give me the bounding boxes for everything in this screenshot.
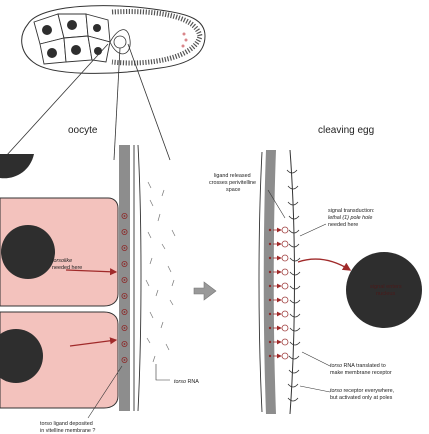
right-block-arrow-icon (194, 282, 216, 300)
follicle-nucleus-upper (1, 225, 55, 279)
torso-receptor-line2: but activated only at poles (330, 395, 393, 401)
torso-translated-line2: make membrane receptor (330, 370, 392, 376)
torso-rna-dashes (146, 182, 175, 362)
ligand-released-line2: crosses perivitelline (209, 180, 256, 186)
vitelline-membrane (119, 145, 130, 411)
oocyte-title: oocyte (68, 125, 98, 136)
signal-transduction-line1: signal transduction: (328, 208, 374, 214)
torso-rna-label: torso RNA (174, 379, 199, 385)
egg-nucleus (346, 252, 422, 328)
cleaving-egg-title: cleaving egg (318, 125, 374, 136)
torso-receptor-line1: torso receptor everywhere, (330, 388, 395, 394)
egg-chamber (6, 6, 205, 160)
signal-enters-line1: signal enters (370, 284, 402, 290)
torso-ligand-label-line1: torso ligand deposited (40, 421, 93, 427)
signal-transduction-line2: lethal (1) pole hole (328, 215, 372, 221)
torso-ligand-label-line2: in vitelline membrane ? (40, 428, 95, 434)
ligand-released-line1: ligand released (214, 173, 251, 179)
torso-translated-line1: torso RNA translated to (330, 363, 386, 369)
signal-arrow (298, 259, 350, 270)
torso-receptors (287, 170, 300, 401)
signal-transduction-line3: needed here (328, 222, 358, 228)
torsolike-label-italic: torsolike (52, 258, 72, 264)
torsolike-label-rest: needed here (52, 265, 82, 271)
oocyte-panel (0, 145, 175, 418)
ligand-released-line3: space (226, 187, 240, 193)
signal-enters-line2: nucleus (376, 291, 395, 297)
